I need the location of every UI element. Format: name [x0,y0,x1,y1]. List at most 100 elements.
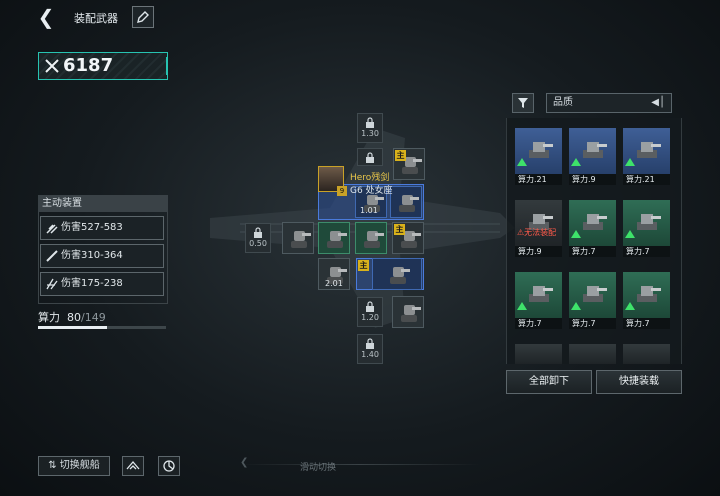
capacity-bar-fill [38,326,107,329]
inventory-card[interactable]: ⚠无法装配算力.9 [515,200,562,257]
hero-rank: G6 处女座 [350,186,393,196]
filter-icon [518,98,528,108]
slot-value: 2.01 [325,279,343,288]
lock-icon [366,301,374,312]
inventory-card-partial[interactable] [515,344,562,364]
equipped-slot[interactable] [372,258,422,290]
inventory-card[interactable]: 算力.7 [623,200,670,257]
crossed-swords-icon [45,59,59,73]
inventory-card[interactable]: 算力.21 [515,128,562,185]
inventory-card[interactable]: 算力.9 [569,128,616,185]
weapon-icon [583,286,607,302]
capacity-label: 算力 80/149 [38,311,106,324]
equipped-slot[interactable] [318,222,350,254]
upgrade-arrow-icon [571,230,581,238]
quick-equip-button[interactable]: 快捷装载 [596,370,682,394]
inventory-card[interactable]: 算力.7 [515,272,562,329]
card-capacity-label: 算力.21 [623,174,670,185]
weapon-damage-label: 伤害310-364 [61,250,123,261]
upgrade-arrow-icon [625,230,635,238]
card-capacity-label: 算力.7 [569,318,616,329]
card-capacity-label: 算力.9 [569,174,616,185]
slot-value: 1.01 [360,206,378,215]
lock-icon [254,227,262,238]
equipped-slot[interactable] [392,296,424,328]
lock-icon [366,117,374,128]
weapon-icon [529,142,553,158]
card-capacity-label: 算力.7 [623,318,670,329]
fleet-button[interactable] [158,456,180,476]
hero-level: 9 [337,186,347,196]
card-capacity-label: 算力.9 [515,246,562,257]
weapon-icon [529,286,553,302]
weapon-icon [583,214,607,230]
locked-slot[interactable]: 1.30 [357,113,383,143]
upgrade-arrow-icon [517,158,527,166]
combat-power: 6187 [38,52,168,80]
weapon-icon [637,286,661,302]
lock-icon [366,152,374,163]
locked-slot[interactable]: 1.20 [357,297,383,327]
sort-arrow-icon: ◀│ [651,97,665,108]
active-equipment-title: 主动装置 [38,195,168,212]
inventory-card[interactable]: 算力.21 [623,128,670,185]
equipped-slot[interactable] [355,222,387,254]
equipped-slot[interactable] [355,186,387,218]
weapon-row[interactable]: 伤害310-364 [40,244,164,268]
multi-shot-icon [46,278,58,290]
filter-button[interactable] [512,93,534,113]
main-weapon-tag: 主 [358,260,369,271]
card-capacity-label: 算力.7 [569,246,616,257]
back-button[interactable]: ❮ [37,5,55,29]
weapon-damage-label: 伤害527-583 [61,222,123,233]
weapon-icon [637,214,661,230]
cannot-equip-warning: ⚠无法装配 [517,228,557,237]
formation-icon [126,461,140,470]
upgrade-arrow-icon [571,302,581,310]
locked-slot[interactable]: 1.40 [357,334,383,364]
upgrade-arrow-icon [625,158,635,166]
unload-all-button[interactable]: 全部卸下 [506,370,592,394]
switch-ship-label: 切换舰船 [59,460,100,471]
equipped-slot[interactable] [390,186,422,218]
locked-slot[interactable] [357,148,383,166]
weapon-icon [529,214,553,230]
inventory-card[interactable]: 算力.7 [569,200,616,257]
lock-icon [366,338,374,349]
missile-icon [46,224,58,234]
equipped-slot[interactable] [282,222,314,254]
main-weapon-tag: 主 [395,150,406,161]
laser-icon [46,250,58,262]
weapon-damage-label: 伤害175-238 [61,278,123,289]
fleet-icon [163,460,175,472]
upgrade-arrow-icon [517,302,527,310]
quality-sort-select[interactable]: 品质 ◀│ [546,93,672,113]
swipe-left-icon: ❮ [240,457,249,468]
upgrade-arrow-icon [571,158,581,166]
quality-label: 品质 [553,97,573,108]
main-weapon-tag: 主 [394,224,405,235]
hero-name: Hero残剑 [350,173,390,183]
formation-button[interactable] [122,456,144,476]
weapon-icon [637,142,661,158]
card-capacity-label: 算力.21 [515,174,562,185]
inventory-card[interactable]: 算力.7 [623,272,670,329]
inventory-card[interactable]: 算力.7 [569,272,616,329]
equipped-slot[interactable] [318,258,350,290]
weapon-row[interactable]: 伤害527-583 [40,216,164,240]
locked-slot[interactable]: 0.50 [245,223,271,253]
inventory-card-partial[interactable] [569,344,616,364]
capacity-bar [38,326,166,329]
power-value: 6187 [63,55,114,76]
upgrade-arrow-icon [625,302,635,310]
card-capacity-label: 算力.7 [515,318,562,329]
weapon-row[interactable]: 伤害175-238 [40,272,164,296]
swap-icon: ⇅ [48,460,57,471]
switch-ship-button[interactable]: ⇅ 切换舰船 [38,456,110,476]
swipe-hint: 滑动切换 [300,463,337,473]
card-capacity-label: 算力.7 [623,246,670,257]
inventory-card-partial[interactable] [623,344,670,364]
edit-button[interactable] [132,6,154,28]
weapon-icon [583,142,607,158]
